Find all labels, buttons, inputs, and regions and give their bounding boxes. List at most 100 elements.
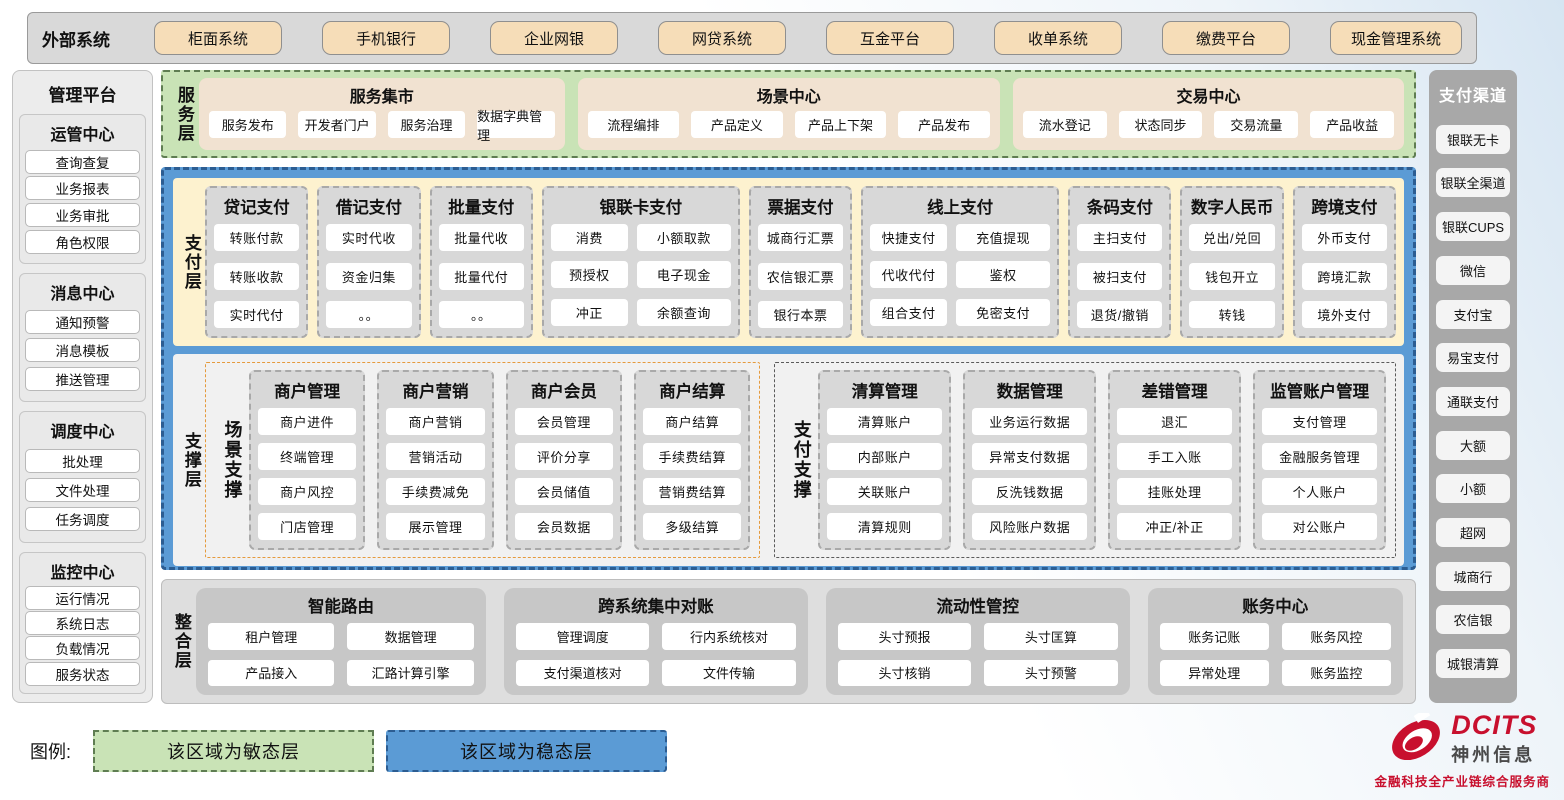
payment-columns: 贷记支付 转账付款转账收款实时代付 借记支付 实时代收资金归集。。 批量支付 批… — [205, 186, 1397, 338]
integration-item-box: 数据管理 — [347, 623, 474, 650]
logo-top: DCITS 神州信息 — [1387, 712, 1537, 767]
column-item-list: 退汇手工入账挂账处理冲正/补正 — [1117, 408, 1233, 540]
support-item-box: 个人账户 — [1262, 478, 1378, 505]
payment-column-barcode: 条码支付 主扫支付被扫支付退货/撤销 — [1068, 186, 1172, 338]
support-item-box: 终端管理 — [258, 443, 357, 470]
external-system-box: 缴费平台 — [1162, 21, 1290, 55]
column-item-list: 支付管理金融服务管理个人账户对公账户 — [1262, 408, 1378, 540]
service-layer-groups: 服务集市 服务发布开发者门户服务治理数据字典管理 场景中心 流程编排产品定义产品… — [199, 78, 1404, 150]
group-item-list: 批处理文件处理任务调度 — [25, 444, 140, 535]
payment-channel-box: 城银清算 — [1436, 649, 1510, 679]
dcits-swirl-icon — [1392, 712, 1441, 760]
group-item-list: 运行情况系统日志负载情况服务状态 — [25, 585, 140, 687]
service-item-box: 产品上下架 — [794, 111, 887, 138]
column-title: 票据支付 — [767, 199, 834, 217]
payment-column-unionpay-card: 银联卡支付 消费小额取款预授权电子现金冲正余额查询 — [541, 186, 740, 338]
service-item-box: 流水登记 — [1022, 111, 1107, 138]
management-item-box: 业务审批 — [25, 203, 140, 228]
service-item-box: 服务发布 — [209, 111, 287, 138]
payment-item-box: 消费 — [550, 224, 628, 251]
support-item-box: 支付管理 — [1262, 408, 1378, 435]
column-title: 差错管理 — [1141, 383, 1208, 401]
column-title: 贷记支付 — [223, 199, 290, 217]
payment-item-box: 城商行汇票 — [757, 224, 844, 251]
payment-item-box: 转账收款 — [214, 262, 300, 290]
support-column-merchant-member: 商户会员 会员管理评价分享会员储值会员数据 — [505, 370, 623, 550]
service-layer: 服务层 服务集市 服务发布开发者门户服务治理数据字典管理 场景中心 流程编排产品… — [161, 70, 1416, 158]
support-item-box: 展示管理 — [386, 513, 485, 540]
column-title: 清算管理 — [851, 383, 918, 401]
column-title: 商户结算 — [659, 383, 726, 401]
main-layers-column: 服务层 服务集市 服务发布开发者门户服务治理数据字典管理 场景中心 流程编排产品… — [161, 70, 1416, 706]
integration-layer: 整合层 智能路由 租户管理数据管理产品接入汇路计算引擎 跨系统集中对账 管理调度… — [161, 579, 1416, 704]
support-item-box: 手续费结算 — [643, 443, 742, 470]
payment-channel-box: 银联全渠道 — [1436, 168, 1510, 198]
management-item-box: 系统日志 — [25, 611, 140, 636]
service-item-box: 交易流量 — [1214, 111, 1299, 138]
column-item-list: 实时代收资金归集。。 — [326, 224, 412, 328]
group-item-list: 管理调度行内系统核对支付渠道核对文件传输 — [515, 623, 796, 686]
payment-channel-box: 易宝支付 — [1436, 343, 1510, 373]
payment-channel-box: 银联CUPS — [1436, 212, 1510, 242]
payment-item-box: 快捷支付 — [870, 224, 948, 251]
payment-column-digital-rmb: 数字人民币 兑出/兑回钱包开立转钱 — [1180, 186, 1284, 338]
support-item-box: 业务运行数据 — [972, 408, 1088, 435]
external-systems-list: 柜面系统手机银行企业网银网贷系统互金平台收单系统缴费平台现金管理系统 — [154, 21, 1462, 55]
support-column-merchant-marketing: 商户营销 商户营销营销活动手续费减免展示管理 — [377, 370, 494, 550]
management-platform-title: 管理平台 — [48, 86, 117, 105]
integration-item-box: 账务记账 — [1159, 623, 1269, 650]
payment-item-box: 。。 — [326, 301, 412, 328]
payment-item-box: 充值提现 — [956, 224, 1051, 251]
management-group-scheduling: 调度中心 批处理文件处理任务调度 — [19, 411, 146, 543]
group-item-list: 服务发布开发者门户服务治理数据字典管理 — [209, 109, 555, 143]
legend-agile-layer-swatch: 该区域为敏态层 — [93, 730, 375, 772]
logo-text: DCITS 神州信息 — [1451, 712, 1537, 767]
column-item-list: 清算账户内部账户关联账户清算规则 — [827, 408, 943, 540]
support-item-box: 会员数据 — [514, 513, 614, 540]
group-title: 服务集市 — [349, 89, 414, 106]
column-title: 监管账户管理 — [1270, 383, 1370, 401]
integration-group-accounting: 账务中心 账务记账账务风控异常处理账务监控 — [1147, 588, 1403, 695]
legend: 图例: 该区域为敏态层 该区域为稳态层 — [30, 730, 668, 772]
column-title: 数字人民币 — [1190, 199, 1274, 217]
payment-channel-box: 银联无卡 — [1436, 124, 1510, 154]
support-item-box: 会员储值 — [514, 478, 614, 505]
support-item-box: 关联账户 — [827, 478, 943, 505]
support-item-box: 营销活动 — [386, 443, 485, 470]
group-title: 交易中心 — [1176, 89, 1241, 106]
support-layer: 支撑层 场景支撑 商户管理 商户进件终端管理商户风控门店管理 商户营销 — [173, 354, 1404, 566]
column-item-list: 商户进件终端管理商户风控门店管理 — [258, 408, 357, 540]
dcits-logo: DCITS 神州信息 金融科技全产业链综合服务商 — [1374, 712, 1550, 790]
stable-layer-container: 支付层 贷记支付 转账付款转账收款实时代付 借记支付 实时代收资金归集。。 批量… — [161, 167, 1416, 570]
scenario-support-section: 场景支撑 商户管理 商户进件终端管理商户风控门店管理 商户营销 商户营销营销活动… — [205, 362, 761, 558]
group-title: 账务中心 — [1242, 598, 1309, 616]
payment-channel-box: 大额 — [1436, 430, 1510, 460]
support-column-merchant-settlement: 商户结算 商户结算手续费结算营销费结算多级结算 — [634, 370, 751, 550]
payment-channels-title: 支付渠道 — [1438, 88, 1507, 105]
payment-item-box: 免密支付 — [956, 298, 1051, 326]
column-title: 条码支付 — [1086, 199, 1153, 217]
payment-support-columns: 清算管理 清算账户内部账户关联账户清算规则 数据管理 业务运行数据异常支付数据反… — [818, 370, 1387, 550]
column-item-list: 批量代收批量代付。。 — [438, 224, 524, 328]
column-title: 银联卡支付 — [599, 199, 683, 217]
payment-item-box: 冲正 — [550, 298, 628, 326]
external-system-box: 手机银行 — [322, 21, 450, 55]
payment-column-debit: 借记支付 实时代收资金归集。。 — [317, 186, 421, 338]
integration-item-box: 账务风控 — [1281, 623, 1391, 650]
service-item-box: 流程编排 — [587, 111, 680, 138]
management-item-box: 业务报表 — [25, 176, 140, 201]
support-layer-label: 支撑层 — [181, 431, 201, 489]
payment-channel-box: 超网 — [1436, 518, 1510, 548]
column-title: 商户营销 — [402, 383, 469, 401]
payment-item-box: 批量代付 — [438, 262, 524, 290]
diagram-body: 管理平台 运管中心 查询查复业务报表业务审批角色权限 消息中心 通知预警消息模板… — [12, 70, 1552, 706]
payment-column-bill: 票据支付 城商行汇票农信银汇票银行本票 — [748, 186, 853, 338]
support-item-box: 风险账户数据 — [972, 513, 1088, 540]
group-title: 运管中心 — [50, 127, 115, 144]
group-title: 监控中心 — [50, 564, 115, 582]
support-item-box: 反洗钱数据 — [972, 478, 1088, 505]
integration-item-box: 管理调度 — [515, 623, 650, 650]
payment-item-box: 转账付款 — [214, 224, 300, 251]
integration-item-box: 行内系统核对 — [662, 623, 796, 650]
